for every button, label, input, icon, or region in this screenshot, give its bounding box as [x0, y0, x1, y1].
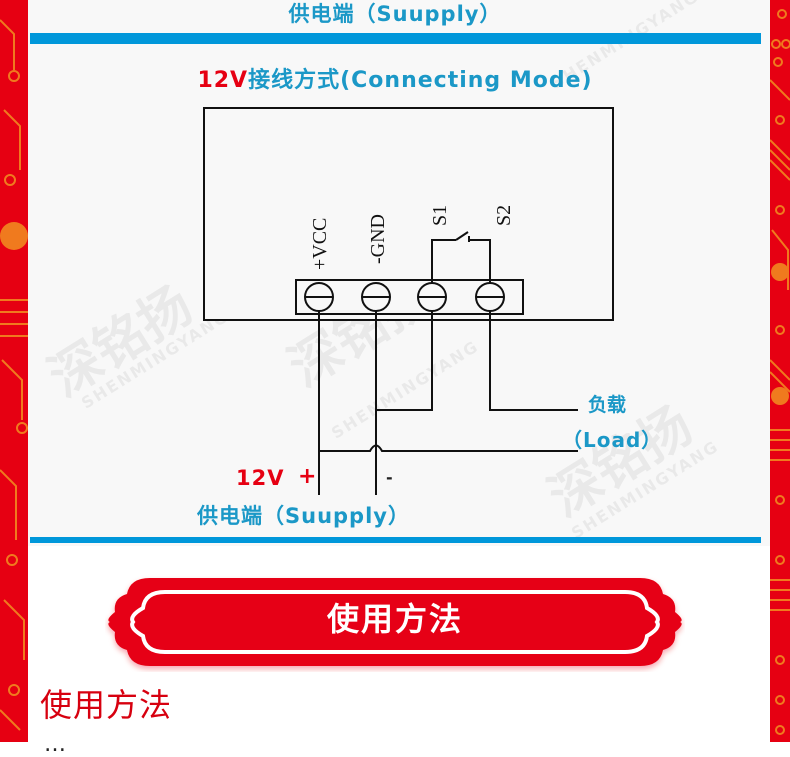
s1-wire	[376, 311, 433, 411]
pin-label-s1: S1	[429, 205, 451, 226]
title-voltage: 12V	[197, 68, 249, 93]
pin-label-s2: S2	[493, 205, 515, 226]
relay-switch	[431, 231, 491, 283]
left-decorative-border	[0, 0, 28, 742]
supply-plus-label: +	[298, 464, 317, 489]
section-divider	[30, 537, 761, 543]
section-divider	[30, 33, 761, 44]
pin-label-gnd: -GND	[367, 214, 389, 264]
supply-minus-label: -	[386, 468, 393, 487]
previous-supply-caption: 供电端（Suupply）	[288, 2, 502, 26]
diagram-title: 12V接线方式(Connecting Mode)	[0, 62, 790, 94]
usage-body-text: …	[44, 732, 66, 757]
usage-heading: 使用方法	[40, 686, 173, 724]
load-label-cn: 负载	[588, 394, 627, 416]
supply-voltage-label: 12V	[236, 466, 285, 490]
section-banner	[108, 578, 682, 666]
supply-load-wire	[319, 444, 578, 452]
pin-label-vcc: +VCC	[309, 218, 331, 270]
right-decorative-border	[770, 0, 790, 742]
circuit-pattern-icon	[770, 9, 790, 735]
supply-caption: 供电端（Suupply）	[197, 504, 410, 528]
load-label-en: （Load）	[562, 428, 663, 452]
s2-load-wire	[489, 311, 578, 411]
title-text: 接线方式(Connecting Mode)	[248, 68, 593, 93]
banner-label: 使用方法	[326, 600, 463, 638]
circuit-pattern-icon	[0, 19, 28, 731]
